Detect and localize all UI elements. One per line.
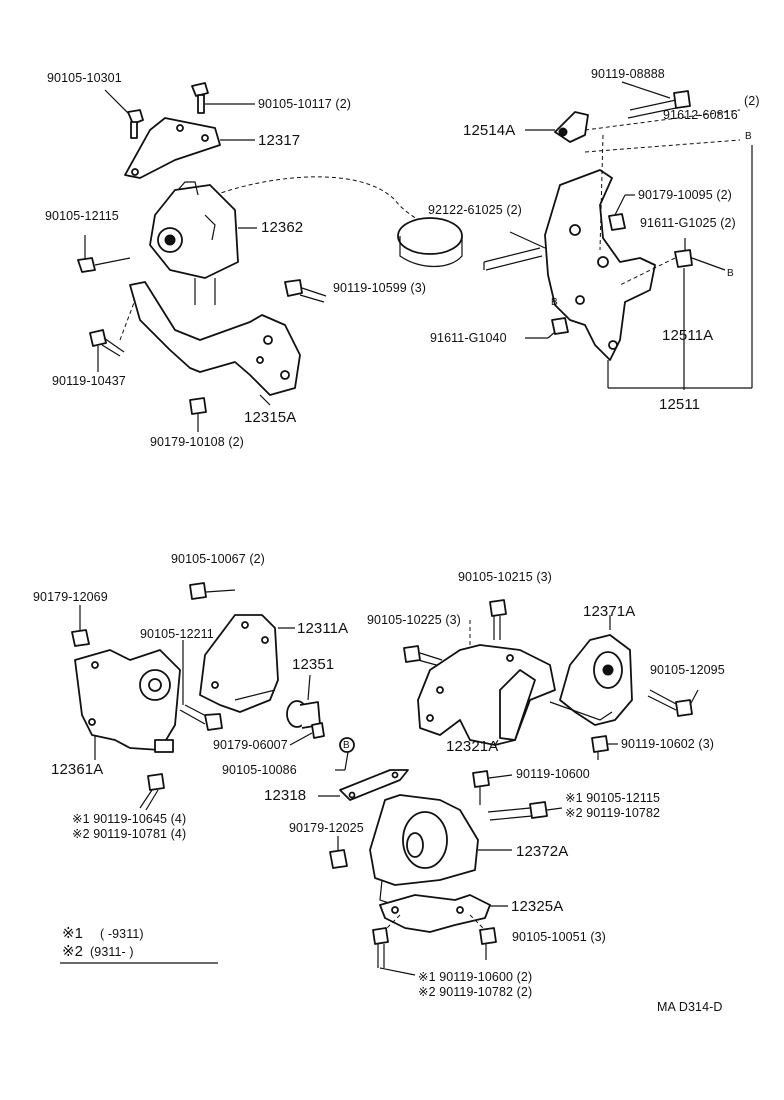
label-90119-08888: 90119-08888 — [591, 67, 665, 81]
bolt-90105-10225 — [403, 620, 471, 667]
label-12351: 12351 — [292, 656, 335, 673]
bracket-12511 — [544, 134, 753, 389]
bolt-90105-10051 — [479, 927, 497, 960]
bolt-92122-61025 — [483, 231, 546, 271]
bolt-90105-12115 — [77, 235, 131, 273]
marker-b-1: B — [745, 131, 752, 142]
label-91611-g1025: 91611-G1025 (2) — [640, 216, 736, 230]
mount-12372a — [369, 794, 512, 906]
label-90105-10086: 90105-10086 — [222, 763, 297, 777]
legend-row2-mark: ※2 — [62, 943, 84, 960]
label-12514a: 12514A — [463, 122, 516, 139]
bolt-90119-10645 — [139, 773, 165, 811]
bracket-12318 — [318, 751, 409, 801]
hose-ring-body — [399, 236, 463, 267]
label-90119-10599: 90119-10599 (3) — [333, 281, 427, 295]
label-90119-10600-b: ※1 90119-10600 (2) — [418, 970, 533, 984]
label-12317: 12317 — [258, 132, 301, 149]
bracket-12514a — [525, 109, 741, 143]
label-90119-10600: 90119-10600 — [516, 767, 590, 781]
bolt-90105-10301 — [104, 89, 144, 139]
label-90105-12095: 90105-12095 — [650, 663, 725, 677]
label-90105-10215: 90105-10215 (3) — [458, 570, 552, 584]
bracket-12311a — [199, 614, 295, 713]
bolt-90119-10437 — [89, 299, 136, 372]
bracket-12317 — [124, 117, 255, 179]
marker-b-2: B — [727, 268, 734, 279]
nut-91611-g1040 — [525, 317, 569, 339]
nut-90179-12069 — [71, 605, 90, 647]
label-12318: 12318 — [264, 787, 307, 804]
bracket-12321a — [417, 644, 556, 746]
mount-12361a — [74, 649, 181, 760]
nut-91611-g1025 — [619, 238, 726, 390]
label-90105-10051: 90105-10051 (3) — [512, 930, 606, 944]
label-90105-10067: 90105-10067 (2) — [171, 552, 265, 566]
label-qty-2: (2) — [744, 94, 760, 108]
bolt-90119-10600 — [472, 770, 513, 805]
label-90179-12025: 90179-12025 — [289, 821, 364, 835]
bolt-90105-12211 — [179, 640, 223, 731]
legend-row2-range: (9311- ) — [90, 945, 134, 959]
bracket-12315a — [129, 281, 301, 396]
label-90105-12115-b: ※1 90105-12115 — [565, 791, 661, 805]
label-12311a: 12311A — [297, 620, 349, 637]
label-90119-10781: ※2 90119-10781 (4) — [72, 827, 187, 841]
label-90105-12211: 90105-12211 — [140, 627, 214, 641]
bolt-90105-12115-bottom — [487, 801, 563, 821]
label-90119-10437: 90119-10437 — [52, 374, 126, 388]
label-92122-61025: 92122-61025 (2) — [428, 203, 522, 217]
bracket-12325a — [379, 894, 508, 936]
label-12315a: 12315A — [244, 409, 297, 426]
label-90179-10108: 90179-10108 (2) — [150, 435, 244, 449]
nut-90179-10095 — [608, 194, 635, 231]
nut-90179-12025 — [329, 836, 348, 869]
mount-12371a — [549, 615, 633, 726]
label-90179-06007: 90179-06007 — [213, 738, 288, 752]
label-12321a: 12321A — [446, 738, 499, 755]
label-91612-60816: 91612-60816 — [663, 108, 738, 122]
marker-b-4: B — [343, 740, 350, 751]
label-90119-10645: ※1 90119-10645 (4) — [72, 812, 187, 826]
leader-12315a — [259, 394, 271, 406]
bolt-90119-10602 — [591, 735, 618, 760]
label-90119-10782-b: ※2 90119-10782 (2) — [418, 985, 533, 999]
bolt-90105-12095 — [647, 689, 699, 717]
label-12361a: 12361A — [51, 761, 104, 778]
bolt-90119-10599 — [284, 279, 327, 303]
label-12511a: 12511A — [662, 327, 714, 344]
label-90119-10602: 90119-10602 (3) — [621, 737, 715, 751]
bolt-90119-10600-bottom — [372, 927, 416, 976]
bolt-90105-10067 — [189, 582, 236, 600]
reference-code: MA D314-D — [657, 1000, 723, 1014]
label-12511: 12511 — [659, 396, 701, 413]
legend-row1-mark: ※1 — [62, 925, 84, 942]
label-90105-12115: 90105-12115 — [45, 209, 119, 223]
label-90179-10095: 90179-10095 (2) — [638, 188, 732, 202]
bolt-90105-10215 — [489, 599, 507, 640]
label-90179-12069: 90179-12069 — [33, 590, 108, 604]
label-90105-10301: 90105-10301 — [47, 71, 122, 85]
label-91611-g1040: 91611-G1040 — [430, 331, 507, 345]
bolt-90119-08888 — [621, 81, 691, 119]
label-90119-10782: ※2 90119-10782 — [565, 806, 661, 820]
label-90105-10225: 90105-10225 (3) — [367, 613, 461, 627]
legend-row1-range: ( -9311) — [100, 927, 144, 941]
label-12362: 12362 — [261, 219, 304, 236]
bolt-90105-10117 — [191, 82, 255, 114]
nut-90179-10108 — [189, 397, 207, 432]
engine-mount-12362 — [149, 181, 257, 305]
hose-ring — [397, 217, 463, 255]
label-12371a: 12371A — [583, 603, 636, 620]
label-12325a: 12325A — [511, 898, 564, 915]
label-12372a: 12372A — [516, 843, 569, 860]
marker-b-3: B — [551, 297, 558, 308]
label-90105-10117: 90105-10117 (2) — [258, 97, 352, 111]
cushion-12351 — [286, 674, 321, 729]
nut-90179-06007 — [289, 722, 325, 746]
marker-b-bottom — [339, 737, 355, 753]
